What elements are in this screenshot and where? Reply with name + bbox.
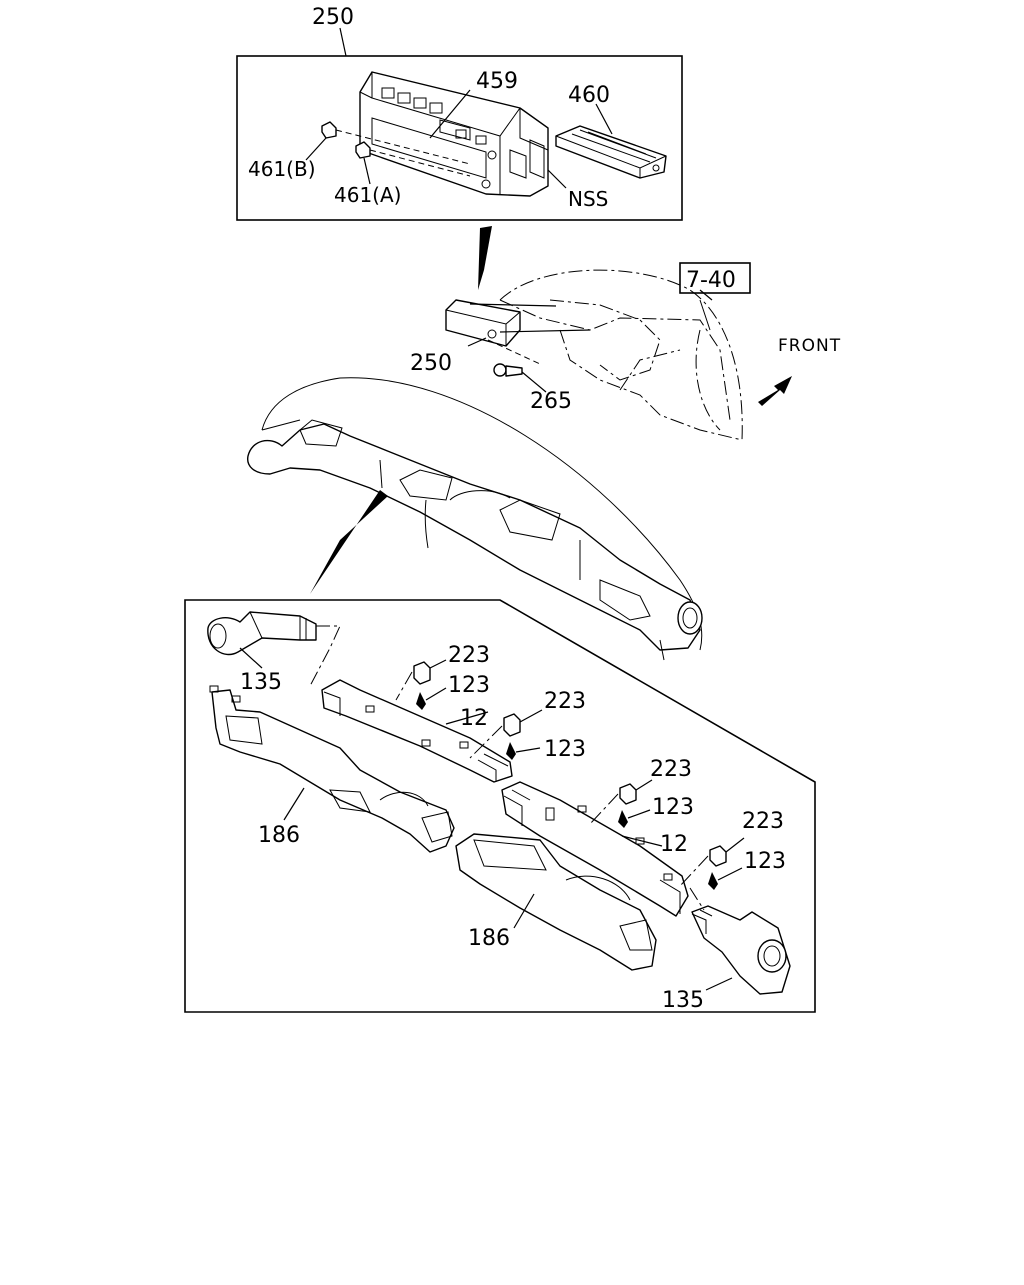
screw-123-b [506,742,541,760]
label-123-c: 123 [652,795,694,820]
label-186-left: 186 [258,823,300,848]
label-265: 265 [530,389,572,414]
label-223-c: 223 [650,757,692,782]
label-123-b: 123 [544,737,586,762]
clip-223-b [503,709,543,737]
bracket-250 [445,299,591,365]
clip-223-c [619,779,653,805]
label-250-top: 250 [312,5,354,30]
label-461a: 461(A) [334,183,401,207]
duct-12-left [321,679,513,783]
screw-265 [493,363,547,393]
label-460: 460 [568,83,610,108]
duct-12-right [501,781,689,917]
label-250-bracket: 250 [410,351,452,376]
detail-box-control-assembly [236,27,683,221]
label-123-d: 123 [744,849,786,874]
knob-461b [321,121,337,139]
duct-135-right [691,905,791,995]
front-arrow-icon [758,376,792,406]
label-7-40: 7-40 [686,268,736,293]
duct-135-left [207,611,317,669]
ref-box-7-40 [679,262,751,294]
label-front: FRONT [778,336,841,356]
module-460 [555,125,667,179]
clip-223-d [709,837,745,867]
label-nss: NSS [568,187,608,211]
detail-box-ducts [184,599,816,1013]
label-12-left: 12 [460,706,488,731]
label-223-b: 223 [544,689,586,714]
label-461b: 461(B) [248,157,316,181]
label-223-d: 223 [742,809,784,834]
screw-123-c [618,809,651,828]
detail-frame-bottom [184,599,816,1013]
label-135-left: 135 [240,670,282,695]
detail-frame-top [236,55,683,221]
duct-186-left [209,685,455,853]
callout-labels: 250 459 460 461(B) 461(A) NSS 7-40 FRONT… [240,5,841,1013]
screw-123-a [416,687,447,710]
label-12-right: 12 [660,832,688,857]
leader-arrow-bottom [310,490,388,594]
instrument-panel-outline [499,269,743,441]
duct-assembly-overview [247,377,703,661]
label-186-right: 186 [468,926,510,951]
label-123-a: 123 [448,673,490,698]
label-135-right: 135 [662,988,704,1013]
screw-123-d [708,867,743,890]
clip-223-a [413,659,447,685]
leader-arrow-top [478,226,492,290]
duct-186-right [455,833,657,971]
control-panel-459 [359,71,549,197]
knob-461a [355,141,371,159]
label-223-a: 223 [448,643,490,668]
label-459: 459 [476,69,518,94]
